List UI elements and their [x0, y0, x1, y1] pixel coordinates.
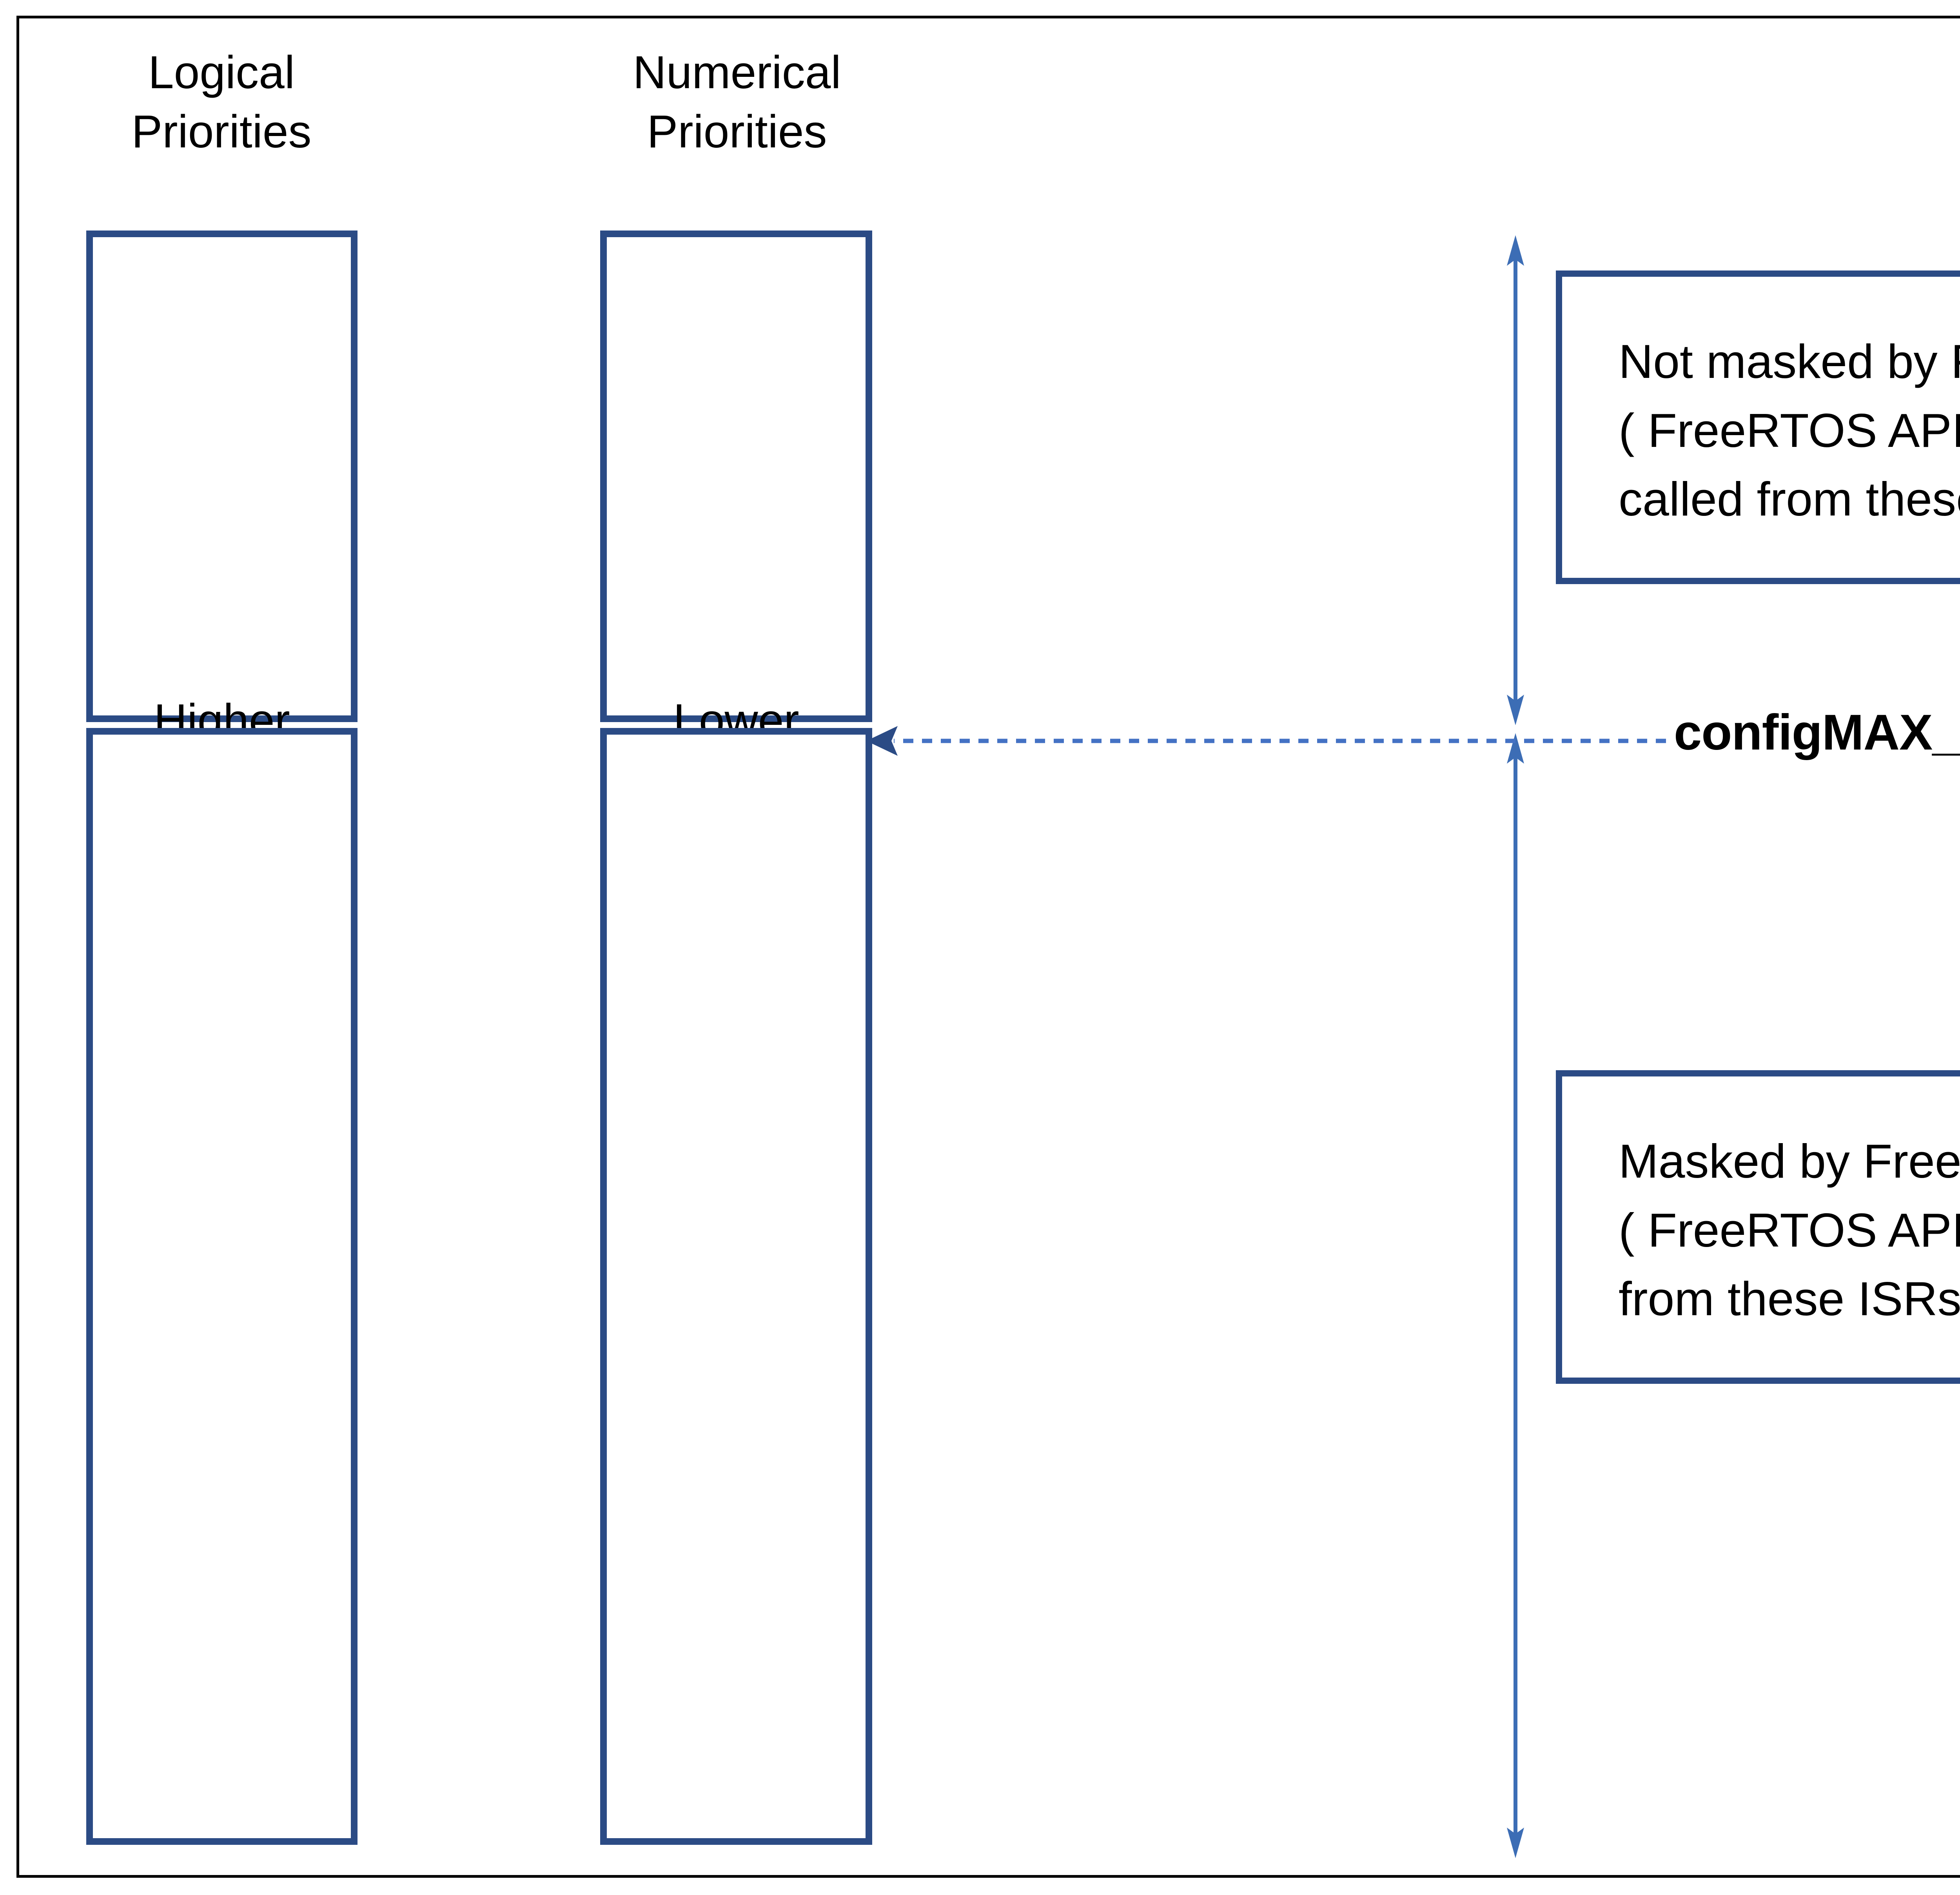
upper-range-arrow-icon — [1500, 235, 1531, 725]
lower-range-arrow-icon — [1500, 733, 1531, 1858]
callout-masked: Masked by FreeRTOS Kernel ( FreeRTOS API… — [1556, 1070, 1960, 1384]
config-max-syscall-interrupt-priority-label: configMAX_SYSCALL_INTERRUPT_PRIORITY — [1674, 704, 1960, 761]
callout-masked-text: Masked by FreeRTOS Kernel ( FreeRTOS API… — [1619, 1134, 1960, 1326]
column-heading-logical: Logical Priorities — [131, 47, 312, 158]
callout-not-masked: Not masked by FreeRTOS Kernel ( FreeRTOS… — [1556, 270, 1960, 584]
logical-lower-priority-box: Lower — [86, 728, 358, 1845]
logical-upper-priority-box: Higher — [86, 231, 358, 746]
callout-not-masked-text: Not masked by FreeRTOS Kernel ( FreeRTOS… — [1619, 335, 1960, 526]
threshold-pointer-arrow-icon — [851, 717, 1666, 764]
column-heading-numerical: Numerical Priorities — [633, 47, 841, 158]
numerical-lower-priority-box: Higher — [600, 728, 872, 1845]
numerical-upper-priority-box: Lower — [600, 231, 872, 746]
